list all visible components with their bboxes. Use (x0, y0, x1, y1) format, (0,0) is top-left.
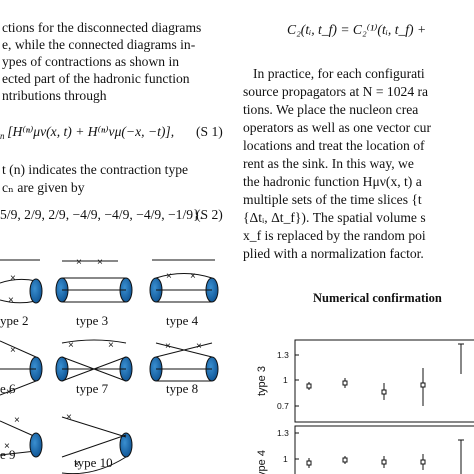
diagram-type-6: × × (0, 340, 43, 398)
svg-text:×: × (108, 340, 114, 351)
diagram-type-4: × × (149, 259, 219, 303)
text-line: t (n) indicates the contraction type (2, 162, 189, 177)
type-label: type 10 (74, 455, 113, 470)
eq1-body: [H⁽ⁿ⁾μν(x, t) + H⁽ⁿ⁾νμ(−x, −t)], (4, 124, 175, 139)
type-label: e 6 (0, 381, 16, 396)
svg-text:×: × (10, 345, 16, 356)
plot1-tick: 1.3 (277, 350, 289, 360)
text-line: source propagators at N = 1024 ra (243, 84, 429, 99)
diagram-type-7: × × (55, 339, 133, 382)
svg-text:×: × (6, 387, 12, 398)
plot1-tick: 1 (283, 375, 288, 385)
plot1-ylabel: type 3 (256, 366, 268, 396)
text-line: multiple sets of the time slices {t (243, 192, 422, 207)
text-line: tions. We place the nucleon crea (243, 102, 419, 117)
left-column: ctions for the disconnected diagrams e, … (0, 20, 223, 474)
plot2-tick: 1.3 (277, 428, 289, 438)
text-line: x_f is replaced by the random poi (243, 228, 426, 243)
text-line: {Δtᵢ, Δt_f}). The spatial volume s (243, 210, 426, 225)
equation-s1: n [H⁽ⁿ⁾μν(x, t) + H⁽ⁿ⁾νμ(−x, −t)], (0, 124, 174, 144)
text-line: operators as well as one vector cur (243, 120, 431, 135)
text-line: locations and treat the location of (243, 138, 425, 153)
type-label: type 4 (166, 313, 199, 328)
plot1-points (306, 343, 464, 406)
eq1-index: n (0, 131, 5, 141)
svg-text:×: × (4, 441, 10, 452)
svg-text:×: × (8, 295, 14, 306)
svg-text:×: × (74, 459, 80, 470)
text-line: plied with a normalization factor. (243, 246, 424, 261)
right-column: C₂(tᵢ, t_f) = C₂⁽¹⁾(tᵢ, t_f) + In practi… (243, 0, 474, 474)
svg-text:×: × (97, 257, 103, 268)
plot1-tick: 0.7 (277, 401, 289, 411)
svg-text:×: × (166, 271, 172, 282)
numerical-plots: 1.3 1 0.7 type 3 1.3 1 type 4 (256, 339, 474, 474)
text-line: ypes of contractions as shown in (2, 54, 180, 69)
equation-s2: 5/9, 2/9, 2/9, −4/9, −4/9, −4/9, −1/9}. (0, 207, 203, 222)
equation-c2: C₂(tᵢ, t_f) = C₂⁽¹⁾(tᵢ, t_f) + (287, 22, 427, 37)
type-label: e 9 (0, 447, 16, 462)
plot2-frame (294, 425, 474, 474)
text-line: e, while the connected diagrams in- (2, 37, 196, 52)
text-line: the hadronic function Hμν(x, t) a (243, 174, 422, 189)
type-label: type 8 (166, 381, 199, 396)
diagram-type-3: × × (55, 257, 133, 303)
plot2-points (306, 439, 464, 474)
contraction-diagrams: × × × × × (0, 257, 219, 474)
text-line: rent as the sink. In this way, we (243, 156, 414, 171)
text-line: ected part of the hadronic function (2, 71, 190, 86)
svg-text:×: × (10, 273, 16, 284)
text-line: ctions for the disconnected diagrams (2, 20, 202, 35)
svg-text:×: × (165, 341, 171, 352)
svg-text:×: × (76, 257, 82, 268)
type-label: ype 2 (0, 313, 29, 328)
type-label: type 7 (76, 381, 109, 396)
text-line: ntributions through (2, 88, 107, 103)
diagram-type-10: × × (61, 412, 133, 474)
plot2-tick: 1 (283, 454, 288, 464)
svg-text:×: × (190, 271, 196, 282)
equation-number-s1: (S 1) (196, 124, 223, 139)
plot2-ylabel: type 4 (256, 450, 268, 474)
text-line: In practice, for each configurati (253, 66, 425, 81)
type-label: type 3 (76, 313, 109, 328)
svg-text:×: × (68, 340, 74, 351)
figure-heading: Numerical confirmation (313, 291, 442, 305)
svg-text:×: × (66, 412, 72, 423)
diagram-type-8: × × (149, 341, 219, 382)
diagram-type-9: × × (0, 415, 43, 458)
svg-text:×: × (14, 415, 20, 426)
svg-text:×: × (196, 341, 202, 352)
diagram-type-2: × × (0, 259, 43, 306)
plot1-frame (294, 339, 474, 423)
equation-number-s2: (S 2) (196, 207, 223, 222)
text-line: cₙ are given by (2, 180, 85, 195)
